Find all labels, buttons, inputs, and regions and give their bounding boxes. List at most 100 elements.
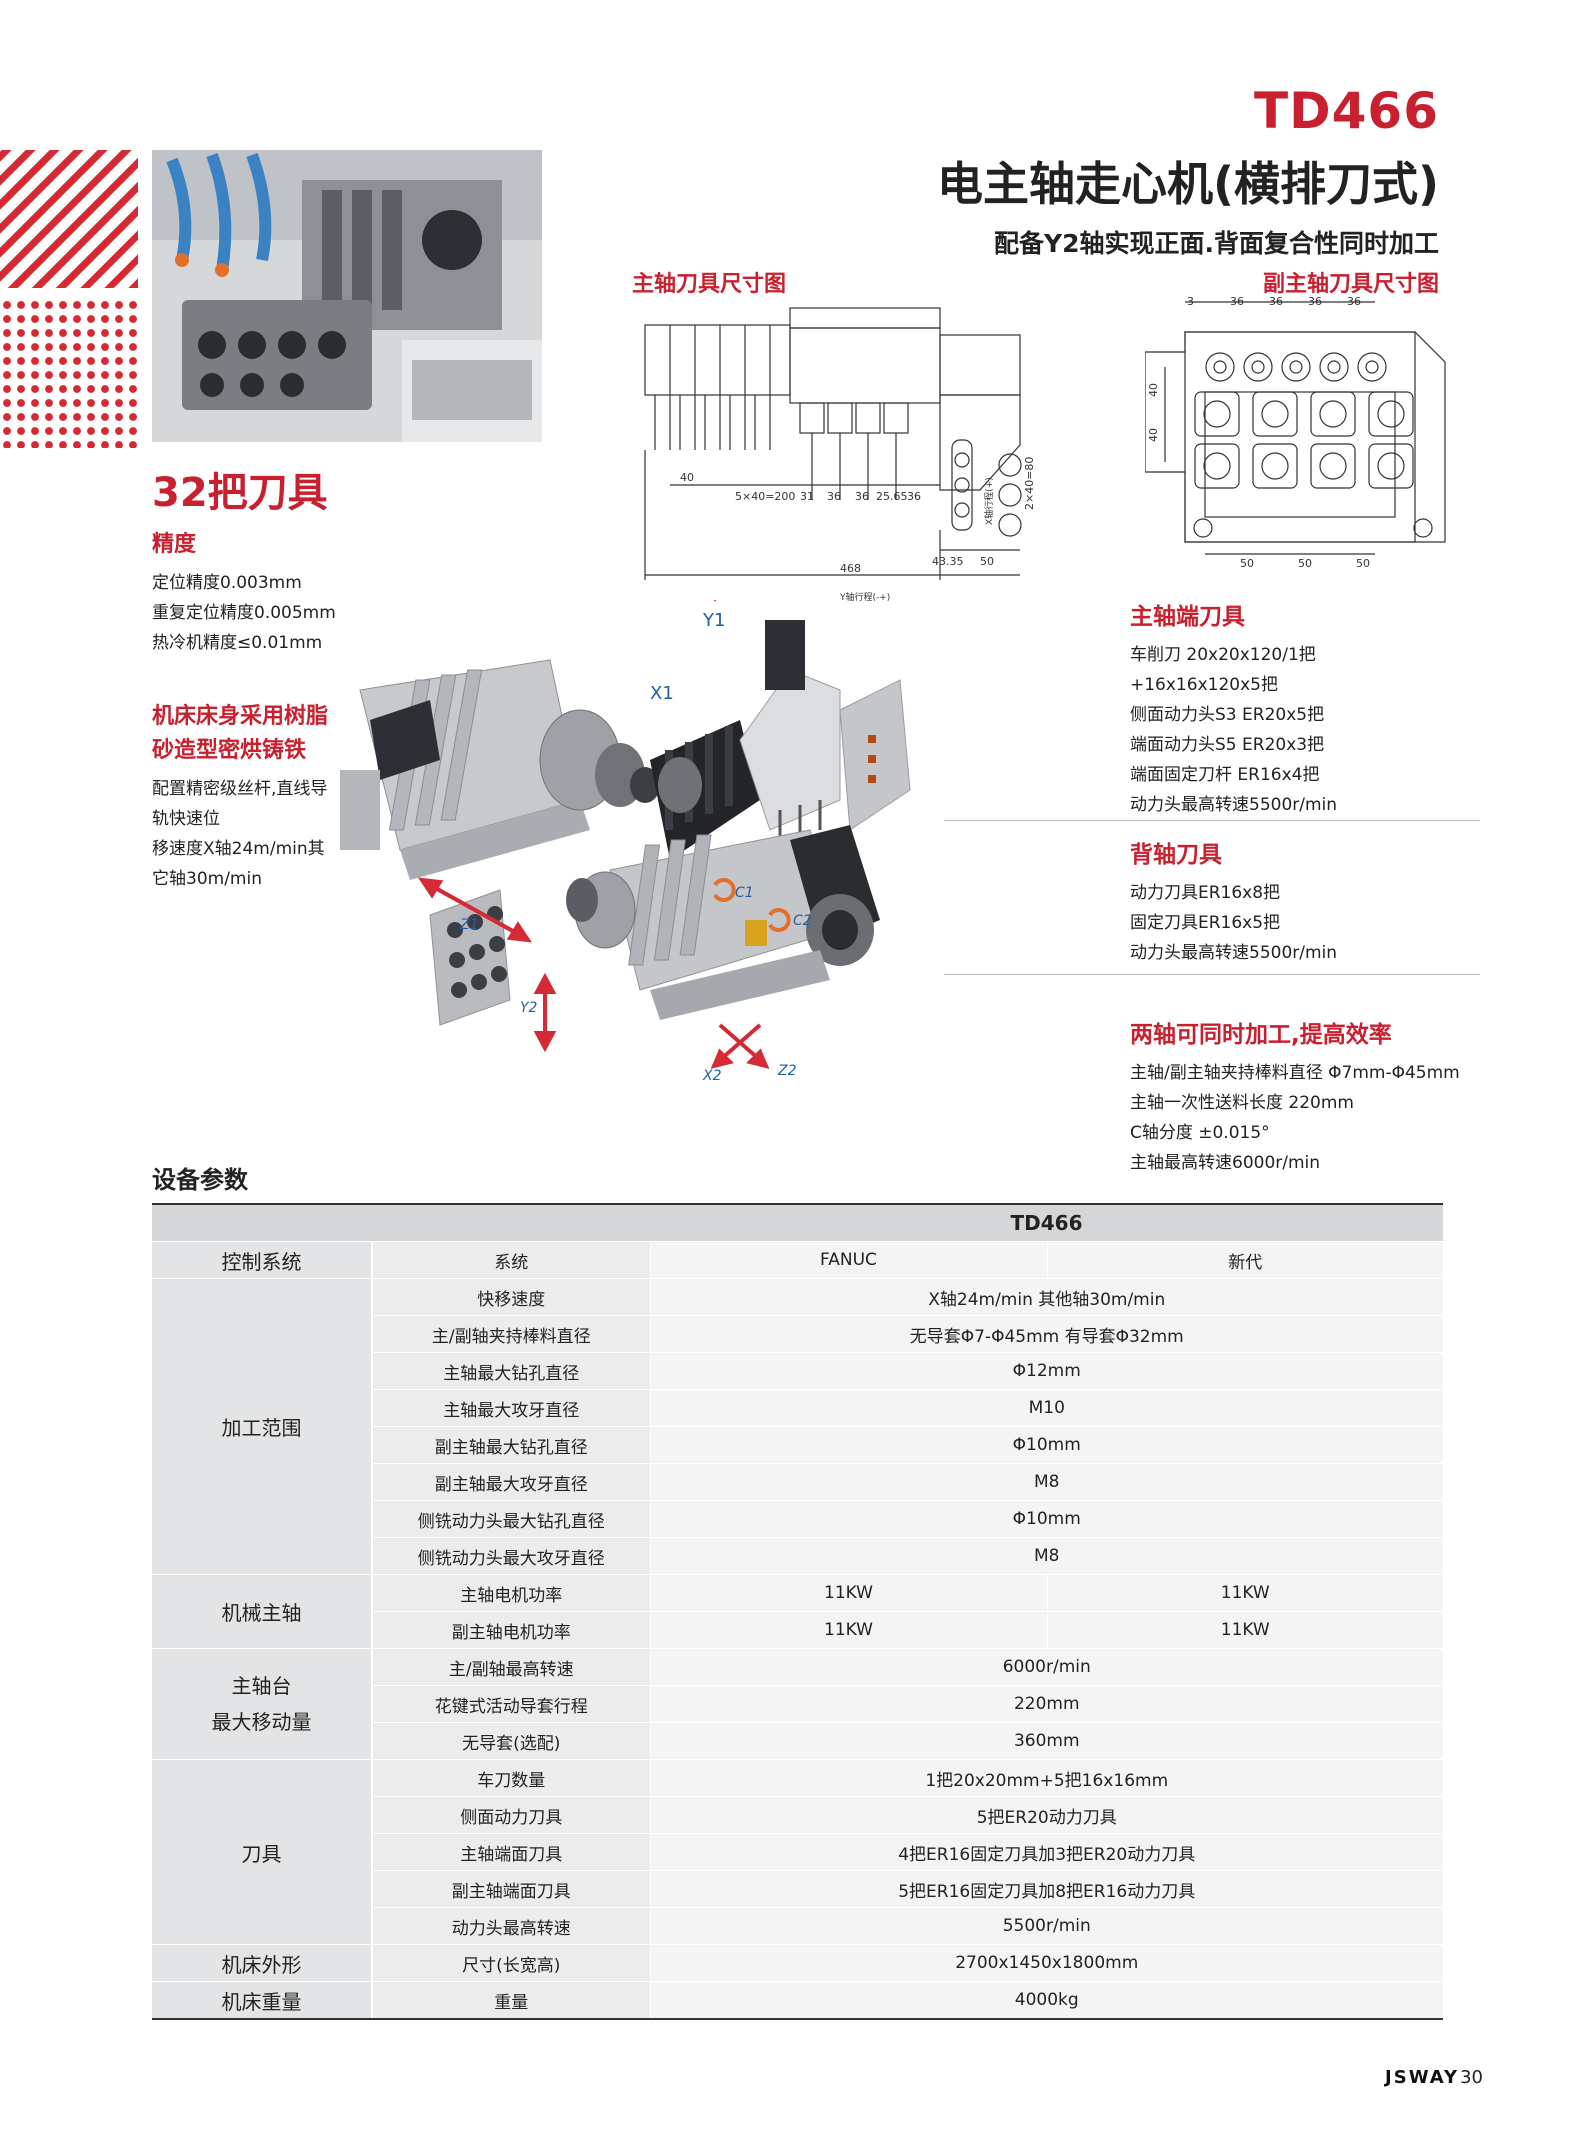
main-spindle-tools-line: 端面动力头S5 ER20x3把	[1130, 735, 1325, 755]
dim-label: 50	[1240, 557, 1254, 570]
main-spindle-tools-line: 侧面动力头S3 ER20x5把	[1130, 705, 1325, 725]
precision-section: 精度 定位精度0.003mm 重复定位精度0.005mm 热冷机精度≤0.01m…	[152, 528, 372, 658]
dim-label: 40	[680, 471, 694, 484]
machine-closeup-photo	[152, 150, 542, 442]
table-item: 动力头最高转速	[372, 1907, 651, 1945]
main-spindle-tools-line: 车削刀 20x20x120/1把	[1130, 645, 1316, 665]
table-category: 机床重量	[152, 1981, 373, 2020]
simultaneous-machining-section: 两轴可同时加工,提高效率 主轴/副主轴夹持棒料直径 Φ7mm-Φ45mm 主轴一…	[1130, 1018, 1470, 1178]
table-row: 控制系统 系统 FANUC 新代	[152, 1241, 1443, 1279]
table-value: 6000r/min	[650, 1648, 1443, 1686]
sub-spindle-tool-drawing: 3 36 36 36 36 40 40 50 50 50	[1145, 295, 1446, 570]
table-value: Φ10mm	[650, 1500, 1443, 1538]
divider	[944, 820, 1480, 821]
table-category: 主轴台 最大移动量	[152, 1648, 373, 1760]
dim-label: 36	[1230, 295, 1244, 308]
table-category: 机械主轴	[152, 1574, 373, 1649]
table-value: Φ12mm	[650, 1352, 1443, 1390]
table-row: 机械主轴 主轴电机功率 11KW 11KW	[152, 1574, 1443, 1649]
table-item: 副主轴端面刀具	[372, 1870, 651, 1908]
dim-label: 25.65	[876, 490, 908, 503]
table-value: 11KW	[650, 1611, 1048, 1649]
table-category: 加工范围	[152, 1278, 373, 1575]
page-subtitle: 配备Y2轴实现正面.背面复合性同时加工	[994, 229, 1439, 258]
table-value: 11KW	[1047, 1611, 1443, 1649]
table-item: 主轴端面刀具	[372, 1833, 651, 1871]
model-title: TD466	[1254, 82, 1439, 140]
table-value: M10	[650, 1389, 1443, 1427]
dim-label: 43.35	[932, 555, 964, 568]
table-row: 主轴台 最大移动量 主/副轴最高转速 6000r/min	[152, 1648, 1443, 1760]
bed-line: 轨快速位	[152, 809, 220, 829]
table-row: 主轴端面刀具 4把ER16固定刀具加3把ER20动力刀具	[152, 1833, 1443, 1871]
table-item: 副主轴最大攻牙直径	[372, 1463, 651, 1501]
dim-label: 36	[907, 490, 921, 503]
table-item: 副主轴最大钻孔直径	[372, 1426, 651, 1464]
dim-label: 36	[827, 490, 841, 503]
live-tool-block	[739, 620, 911, 840]
dim-label: 40	[1147, 383, 1160, 397]
bed-section: 机床床身采用树脂 砂造型密烘铸铁 配置精密级丝杆,直线导 轨快速位 移速度X轴2…	[152, 700, 372, 894]
table-value: Φ10mm	[650, 1426, 1443, 1464]
table-category-line: 最大移动量	[211, 1710, 312, 1734]
bed-title: 机床床身采用树脂 砂造型密烘铸铁	[152, 700, 372, 768]
simultaneous-machining-line: C轴分度 ±0.015°	[1130, 1123, 1270, 1143]
dim-label: 3	[1187, 295, 1194, 308]
main-spindle-tools-line: +16x16x120x5把	[1130, 675, 1278, 695]
table-item: 侧铣动力头最大钻孔直径	[372, 1500, 651, 1538]
precision-line: 定位精度0.003mm	[152, 573, 302, 593]
table-row: 侧铣动力头最大钻孔直径 Φ10mm	[152, 1500, 1443, 1538]
table-row: 无导套(选配) 360mm	[152, 1722, 1443, 1760]
tools-count-heading: 32把刀具	[152, 470, 328, 516]
back-spindle-tools-section: 背轴刀具 动力刀具ER16x8把 固定刀具ER16x5把 动力头最高转速5500…	[1130, 838, 1460, 968]
dim-label: 40	[1147, 428, 1160, 442]
brand-logo: JSWAY	[1385, 2067, 1459, 2088]
dim-label: 36	[1269, 295, 1283, 308]
table-item: 副主轴电机功率	[372, 1611, 651, 1649]
axis-label-x2: X2	[703, 1068, 722, 1084]
table-value: M8	[650, 1537, 1443, 1575]
table-value: 4把ER16固定刀具加3把ER20动力刀具	[650, 1833, 1443, 1871]
simultaneous-machining-line: 主轴一次性送料长度 220mm	[1130, 1093, 1354, 1113]
dim-label: 50	[1298, 557, 1312, 570]
table-value: 无导套Φ7-Φ45mm 有导套Φ32mm	[650, 1315, 1443, 1353]
table-row: 副主轴最大攻牙直径 M8	[152, 1463, 1443, 1501]
table-item: 主轴最大攻牙直径	[372, 1389, 651, 1427]
axis-label-c1: C1	[735, 885, 754, 901]
axis-label-c2: C2	[793, 913, 812, 929]
precision-title: 精度	[152, 532, 197, 557]
table-row: 副主轴端面刀具 5把ER16固定刀具加8把ER16动力刀具	[152, 1870, 1443, 1908]
gang-tool-post	[650, 720, 760, 860]
back-spindle-tools-line: 固定刀具ER16x5把	[1130, 913, 1281, 933]
axis-label-y2: Y2	[520, 1000, 538, 1016]
table-item: 重量	[372, 1981, 651, 2020]
divider	[944, 974, 1480, 975]
table-item: 侧面动力刀具	[372, 1796, 651, 1834]
main-spindle-head	[340, 659, 660, 880]
back-spindle-tools-line: 动力头最高转速5500r/min	[1130, 943, 1338, 963]
table-category-line: 主轴台	[231, 1674, 292, 1698]
bed-line: 配置精密级丝杆,直线导	[152, 779, 328, 799]
main-spindle-tools-line: 端面固定刀杆 ER16x4把	[1130, 765, 1320, 785]
table-value: 新代	[1047, 1241, 1443, 1279]
dim-label: 5×40=200	[735, 490, 795, 503]
table-row: 副主轴电机功率 11KW 11KW	[152, 1611, 1443, 1649]
table-value: FANUC	[650, 1241, 1048, 1279]
table-item: 系统	[372, 1241, 651, 1279]
table-row: 侧面动力刀具 5把ER20动力刀具	[152, 1796, 1443, 1834]
table-item: 尺寸(长宽高)	[372, 1944, 651, 1982]
bed-line: 移速度X轴24m/min其	[152, 839, 325, 859]
table-value: X轴24m/min 其他轴30m/min	[650, 1278, 1443, 1316]
precision-line: 重复定位精度0.005mm	[152, 603, 336, 623]
bed-title-line: 砂造型密烘铸铁	[152, 738, 307, 763]
machine-assembly-illustration	[340, 600, 911, 1069]
page-number: 30	[1460, 2067, 1483, 2088]
table-value: 5500r/min	[650, 1907, 1443, 1945]
table-value: 5把ER20动力刀具	[650, 1796, 1443, 1834]
main-spindle-tools-line: 动力头最高转速5500r/min	[1130, 795, 1338, 815]
back-tool-block	[429, 889, 511, 1026]
dim-label: 36	[1347, 295, 1361, 308]
bed-title-line: 机床床身采用树脂	[152, 704, 329, 729]
main-spindle-tool-drawing: 40 5×40=200 31 36 36 25.65 36 468 43.35 …	[644, 307, 1036, 603]
dim-label: Y轴行程(-+)	[839, 591, 890, 603]
